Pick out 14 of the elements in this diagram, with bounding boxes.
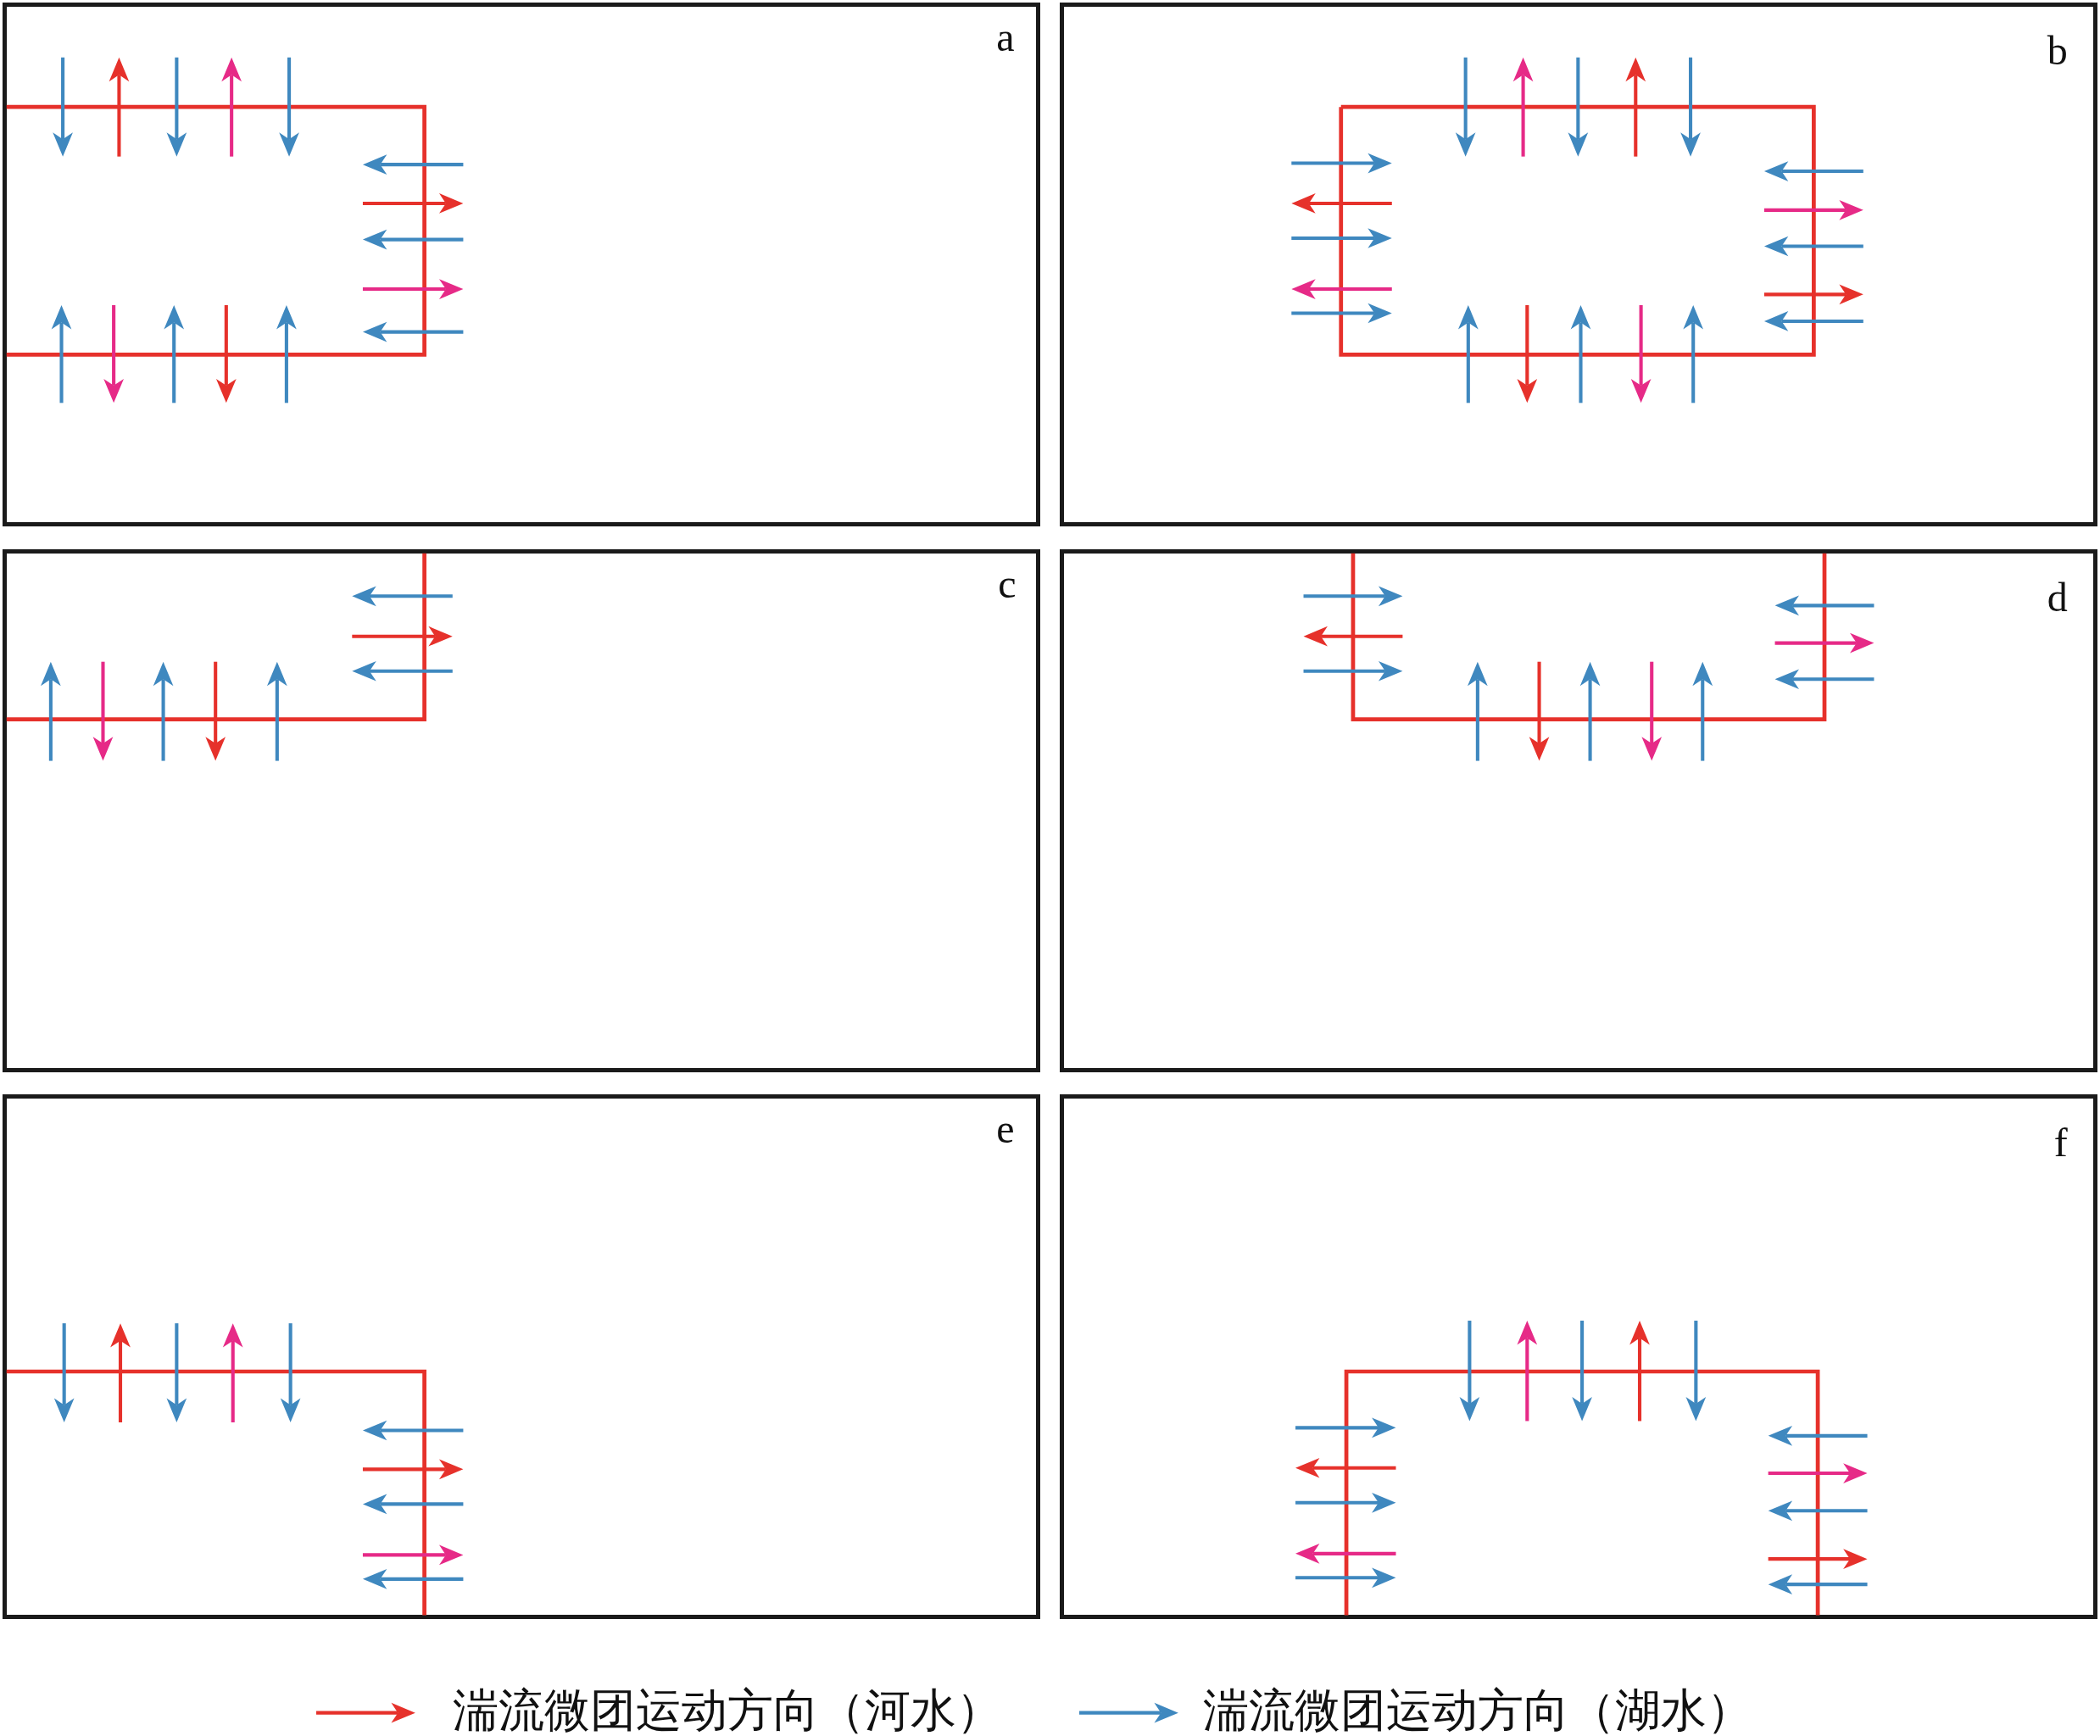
legend-label: 湍流微团运动方向（河水） xyxy=(452,1688,1002,1734)
panel-frame xyxy=(3,548,1041,1073)
panel-letter: e xyxy=(996,1108,1015,1149)
panel-letter: c xyxy=(998,563,1017,604)
panel-letter: b xyxy=(2047,31,2068,72)
panel-frame xyxy=(3,1093,1041,1619)
legend-label: 湍流微团运动方向（湖水） xyxy=(1202,1688,1752,1734)
panel-letter: a xyxy=(996,17,1015,58)
panel-letter: f xyxy=(2053,1121,2068,1163)
panel-frame xyxy=(1059,1093,2097,1619)
panel-letter: d xyxy=(2047,576,2068,618)
panel-frame xyxy=(3,3,1041,526)
panel-frame xyxy=(1059,548,2097,1073)
panel-frame xyxy=(1059,3,2097,526)
